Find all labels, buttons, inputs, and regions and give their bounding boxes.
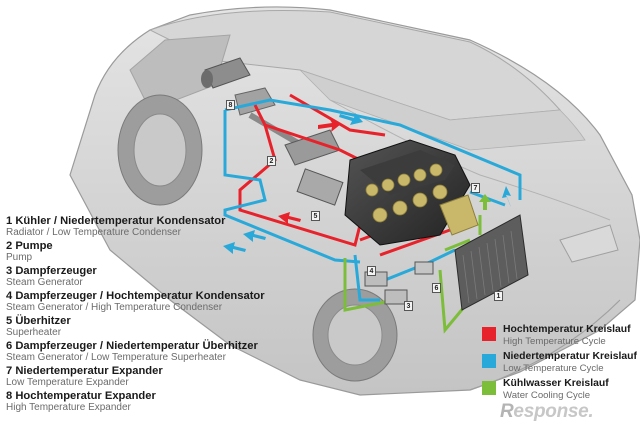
legend-number: 5	[6, 315, 13, 327]
legend-number: 2	[6, 240, 13, 252]
legend-number: 3	[6, 265, 13, 277]
cycle-label-en: Low Temperature Cycle	[503, 363, 604, 374]
legend-label-en: Pump	[6, 252, 33, 263]
cycle-swatch	[482, 327, 496, 341]
cycle-label-de: Niedertemperatur Kreislauf	[503, 351, 637, 362]
component-tag-4: 4	[367, 266, 376, 276]
cycle-label-de: Kühlwasser Kreislauf	[503, 378, 609, 389]
legend-label-en: Radiator / Low Temperature Condenser	[6, 227, 181, 238]
cycle-swatch	[482, 381, 496, 395]
legend-item: 4 Dampferzeuger / Hochtemperatur Kondens…	[6, 290, 265, 315]
legend-label-en: Steam Generator	[6, 277, 83, 288]
cycle-legend: Hochtemperatur Kreislauf High Temperatur…	[482, 324, 640, 405]
legend-label-de: Kühler / Niedertemperatur Kondensator	[15, 215, 226, 227]
legend-number: 8	[6, 390, 13, 402]
component-legend: 1 Kühler / Niedertemperatur Kondensator …	[6, 215, 265, 415]
component-tag-2: 2	[267, 156, 276, 166]
cycle-swatch	[482, 354, 496, 368]
legend-item: 8 Hochtemperatur Expander High Temperatu…	[6, 390, 256, 415]
engine-block	[344, 139, 479, 246]
legend-number: 7	[6, 365, 13, 377]
flow-arrows	[223, 113, 511, 254]
cycle-key-item: Kühlwasser Kreislauf Water Cooling Cycle	[482, 378, 640, 405]
component-tag-3: 3	[404, 301, 413, 311]
legend-item: 3 Dampferzeuger Steam Generator	[6, 265, 256, 290]
radiator	[454, 214, 529, 311]
legend-number: 6	[6, 340, 13, 352]
response-watermark: Response.	[500, 401, 594, 423]
cycle-key-item: Niedertemperatur Kreislauf Low Temperatu…	[482, 351, 640, 378]
component-tag-8: 8	[226, 100, 235, 110]
legend-label-de: Überhitzer	[15, 315, 71, 327]
legend-number: 4	[6, 290, 13, 302]
legend-label-de: Pumpe	[15, 240, 53, 252]
legend-label-en: High Temperature Expander	[6, 402, 131, 413]
legend-label-de: Hochtemperatur Expander	[15, 390, 156, 402]
legend-label-en: Low Temperature Expander	[6, 377, 129, 388]
watermark-initial: R	[500, 401, 514, 422]
legend-label-en: Steam Generator / High Temperature Conde…	[6, 302, 223, 313]
legend-item: 2 Pumpe Pump	[6, 240, 256, 265]
legend-number: 1	[6, 215, 13, 227]
cycle-key-item: Hochtemperatur Kreislauf High Temperatur…	[482, 324, 640, 351]
component-tag-6: 6	[432, 283, 441, 293]
component-tag-5: 5	[311, 211, 320, 221]
component-tag-7: 7	[471, 183, 480, 193]
legend-item: 5 Überhitzer Superheater	[6, 315, 256, 340]
cycle-label-en: Water Cooling Cycle	[503, 390, 591, 401]
legend-item: 6 Dampferzeuger / Niedertemperatur Überh…	[6, 340, 258, 365]
cycle-label-de: Hochtemperatur Kreislauf	[503, 324, 631, 335]
legend-label-en: Superheater	[6, 327, 62, 338]
legend-item: 7 Niedertemperatur Expander Low Temperat…	[6, 365, 256, 390]
legend-label-de: Dampferzeuger / Hochtemperatur Kondensat…	[15, 290, 265, 302]
legend-label-en: Steam Generator / Low Temperature Superh…	[6, 352, 226, 363]
component-tag-1: 1	[494, 291, 503, 301]
cycle-label-en: High Temperature Cycle	[503, 336, 606, 347]
legend-label-de: Dampferzeuger	[15, 265, 97, 277]
legend-label-de: Dampferzeuger / Niedertemperatur Überhit…	[15, 340, 258, 352]
legend-item: 1 Kühler / Niedertemperatur Kondensator …	[6, 215, 256, 240]
watermark-text: esponse.	[513, 401, 594, 422]
legend-label-de: Niedertemperatur Expander	[15, 365, 163, 377]
